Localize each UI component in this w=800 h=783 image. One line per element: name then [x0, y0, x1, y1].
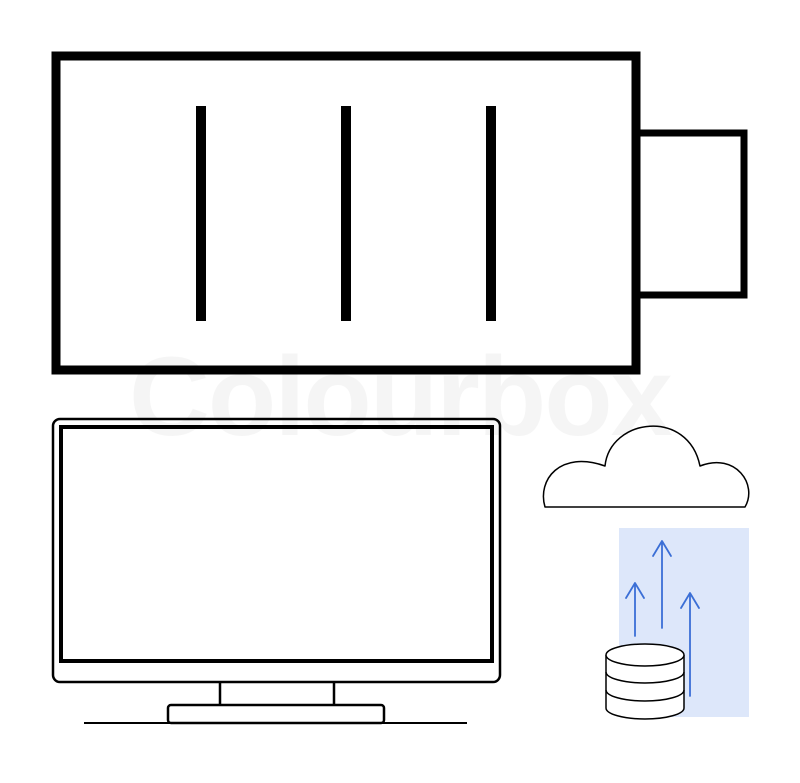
cloud-icon	[542, 425, 750, 508]
database-band	[605, 689, 685, 702]
monitor-frame	[51, 417, 502, 684]
battery-charge-bar	[196, 106, 206, 321]
upload-arrows-icon	[625, 540, 700, 697]
monitor-icon	[51, 417, 502, 725]
database-icon	[605, 643, 685, 720]
battery-charge-bar	[341, 106, 351, 321]
monitor-stand	[166, 703, 386, 725]
database-band	[605, 671, 685, 684]
upload-arrow	[680, 592, 700, 697]
database-body	[605, 655, 685, 720]
battery-charge-bar	[486, 106, 496, 321]
battery-charge-bars	[196, 106, 496, 321]
upload-arrow	[625, 582, 645, 637]
monitor-screen	[59, 425, 494, 663]
battery-terminal	[632, 129, 748, 299]
database-top	[605, 643, 685, 667]
upload-arrow	[652, 540, 672, 629]
battery-icon	[51, 51, 748, 375]
monitor-neck	[218, 682, 336, 705]
